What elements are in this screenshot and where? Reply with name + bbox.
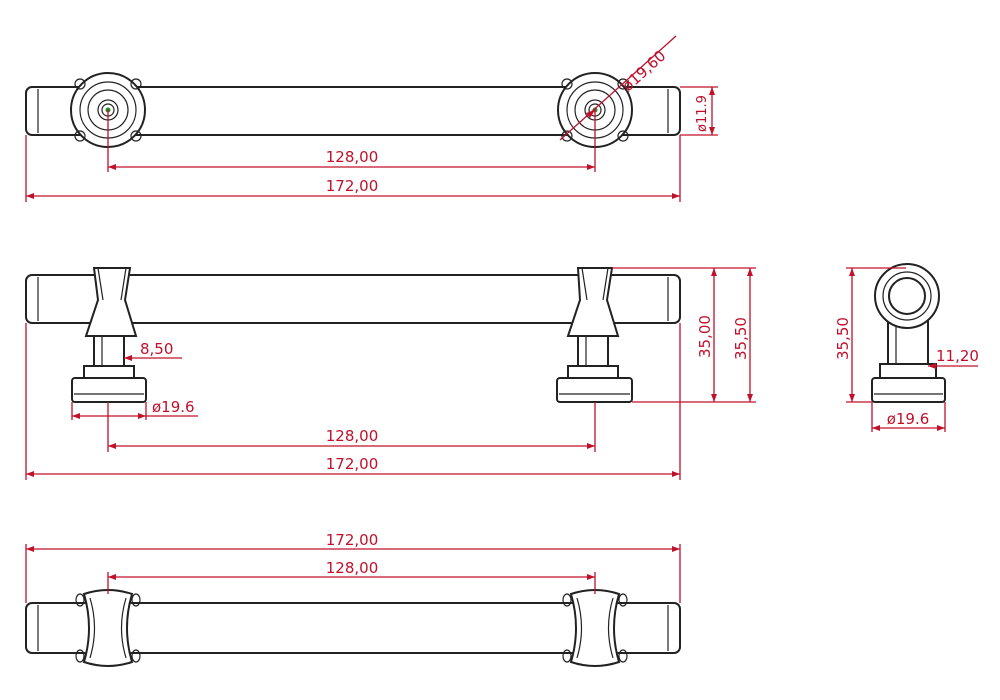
dim-side-height-label: 35,50 bbox=[834, 317, 852, 360]
side-view: 35,50 11,20 ø19.6 bbox=[834, 263, 979, 432]
front-view: 8,50 ø19.6 128,00 172,00 bbox=[25, 267, 756, 480]
dim-bar-diameter: ø11.9 bbox=[680, 86, 718, 136]
dim-bottom-overall-label: 172,00 bbox=[326, 531, 379, 549]
bottom-view: 172,00 128,00 bbox=[25, 531, 681, 667]
dim-front-overall-label: 172,00 bbox=[326, 455, 379, 473]
dim-top-center: 128,00 bbox=[107, 110, 596, 172]
dim-bottom-overall: 172,00 bbox=[25, 531, 681, 603]
dim-base-diameter-label: ø19.6 bbox=[152, 398, 195, 416]
bottom-view-left-collar bbox=[75, 589, 141, 667]
dim-post-width: 8,50 bbox=[124, 340, 182, 361]
dim-bottom-center: 128,00 bbox=[107, 559, 596, 594]
dim-side-post-label: 11,20 bbox=[936, 347, 979, 365]
dim-front-height-a: 35,00 bbox=[612, 267, 720, 403]
dim-front-height-a-label: 35,00 bbox=[696, 315, 714, 358]
dim-front-center: 128,00 bbox=[107, 402, 596, 452]
dim-post-width-label: 8,50 bbox=[140, 340, 173, 358]
dim-front-height-b-label: 35,50 bbox=[732, 317, 750, 360]
front-view-right-post bbox=[556, 267, 633, 403]
dim-side-height: 35,50 bbox=[834, 267, 906, 403]
bottom-view-right-collar bbox=[562, 589, 628, 667]
top-view: ø19,60 ø11.9 128,00 172,00 bbox=[25, 35, 718, 202]
bottom-view-bar bbox=[25, 602, 681, 654]
dim-top-overall: 172,00 bbox=[25, 135, 681, 202]
top-view-bar bbox=[25, 86, 681, 136]
dim-bottom-center-label: 128,00 bbox=[326, 559, 379, 577]
dim-side-base: ø19.6 bbox=[871, 402, 946, 432]
dim-base-diameter: ø19.6 bbox=[71, 398, 198, 420]
dim-top-center-label: 128,00 bbox=[326, 148, 379, 166]
dim-front-overall: 172,00 bbox=[25, 323, 681, 480]
dim-side-base-label: ø19.6 bbox=[887, 410, 930, 428]
dim-front-center-label: 128,00 bbox=[326, 427, 379, 445]
dim-side-post: 11,20 bbox=[928, 347, 979, 369]
side-view-post bbox=[871, 263, 946, 403]
dim-bar-diameter-label: ø11.9 bbox=[695, 95, 710, 132]
front-view-bar bbox=[25, 274, 681, 324]
dim-top-overall-label: 172,00 bbox=[326, 177, 379, 195]
front-view-left-post bbox=[71, 267, 147, 403]
dim-front-height-b: 35,50 bbox=[720, 267, 756, 403]
